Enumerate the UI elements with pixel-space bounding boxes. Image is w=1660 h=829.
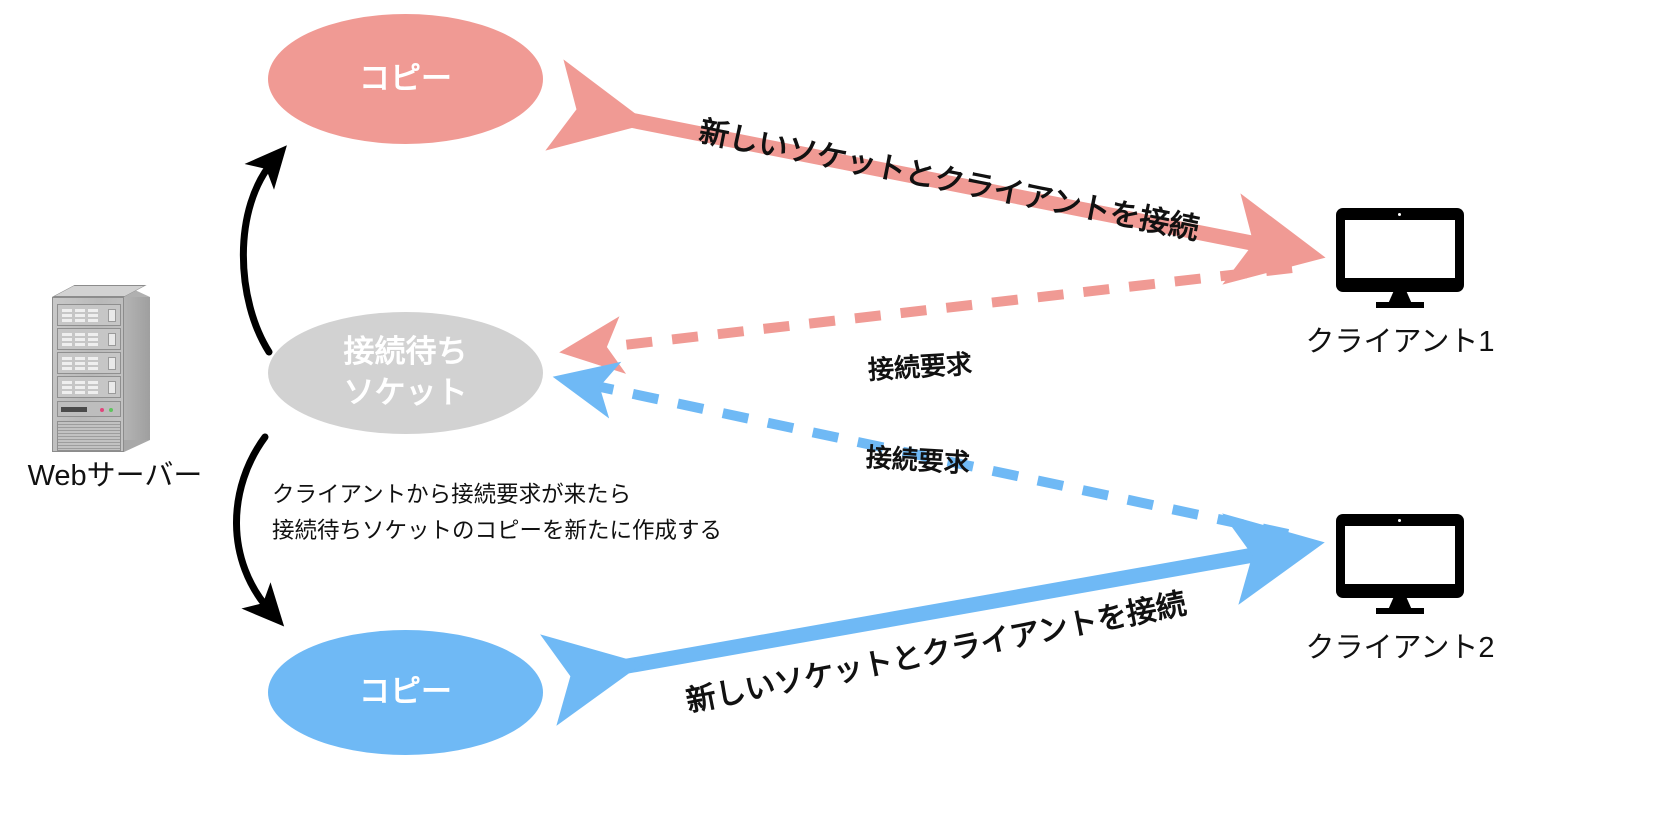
socket-copy-top[interactable]: コピー — [268, 14, 543, 144]
client-1[interactable]: クライアント1 — [1300, 208, 1500, 360]
arrow-label-request-client1: 接続要求 — [867, 348, 973, 385]
arrow-request-client1 — [559, 263, 1293, 374]
duplication-caption: クライアントから接続要求が来たら 接続待ちソケットのコピーを新たに作成する — [272, 482, 723, 544]
socket-listening[interactable]: 接続待ち ソケット — [268, 312, 543, 434]
arrow-request-client2 — [552, 361, 1290, 539]
server-label: Webサーバー — [27, 460, 203, 492]
curved-arrow-duplicate-up — [239, 145, 287, 356]
arrow-new-socket-client1 — [545, 59, 1326, 285]
socket-copy-bottom-label: コピー — [359, 674, 452, 710]
desktop-monitor-icon — [1336, 208, 1464, 308]
client-2-label: クライアント2 — [1305, 632, 1495, 664]
socket-listening-label-line2: ソケット — [343, 375, 468, 410]
curved-arrow-duplicate-down — [233, 433, 285, 627]
desktop-monitor-icon — [1336, 514, 1464, 614]
socket-listening-label-line1: 接続待ち — [343, 334, 468, 370]
client-1-label: クライアント1 — [1305, 326, 1495, 358]
socket-copy-top-label: コピー — [359, 60, 452, 96]
client-2[interactable]: クライアント2 — [1300, 514, 1500, 666]
socket-copy-bottom[interactable]: コピー — [268, 630, 543, 755]
arrow-label-request-client2: 接続要求 — [864, 442, 971, 479]
arrow-new-socket-client2 — [540, 513, 1325, 726]
server-tower-icon — [52, 285, 172, 455]
